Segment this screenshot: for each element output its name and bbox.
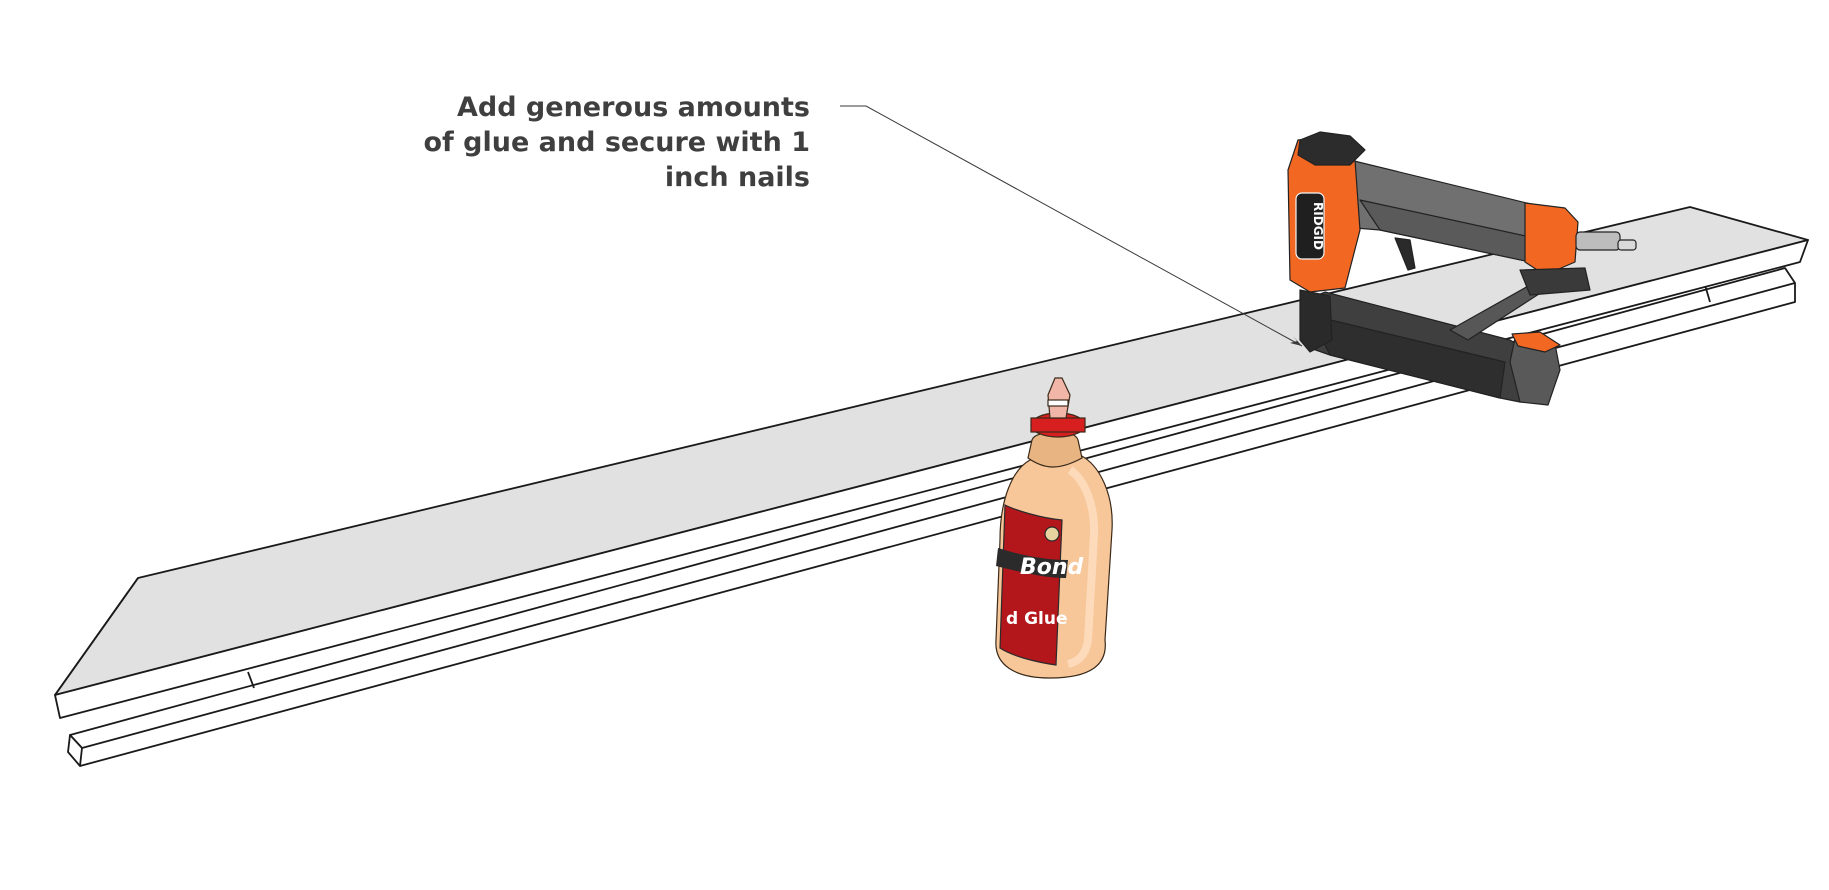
nailer-head-cap	[1297, 131, 1366, 166]
upper-board-left-edge	[54, 577, 139, 696]
lower-board-seam-2	[1704, 284, 1711, 303]
nailer-nose	[1299, 289, 1333, 353]
leader-line	[840, 105, 1303, 347]
bottle-label	[999, 504, 1063, 666]
glue-bottle-icon: Bond d Glue	[995, 377, 1113, 679]
callout-line-3: inch nails	[664, 162, 810, 193]
upper-board-front-edge	[54, 239, 1809, 719]
nailer-brand-plate	[1295, 192, 1325, 260]
bottle-label-banner	[996, 548, 1068, 578]
callout-line-2: of glue and secure with 1	[423, 127, 810, 158]
bottle-cap-band	[1030, 417, 1086, 433]
nailer-trigger	[1394, 237, 1416, 271]
lower-board	[67, 267, 1796, 767]
nailer-brand-text: RIDGID	[1311, 202, 1325, 250]
lower-board-seam	[247, 671, 255, 689]
bottle-brand-text: Bond	[1020, 555, 1084, 580]
lower-board-bottom-edge	[79, 283, 1796, 767]
nailer-air-fitting	[1575, 231, 1621, 251]
bottle-nozzle-ring	[1047, 399, 1069, 407]
bottle-seal	[1044, 526, 1060, 542]
nailer-rear-cap-clip	[1519, 267, 1591, 296]
callout-leader	[840, 105, 1303, 347]
bottle-nozzle	[1047, 377, 1071, 419]
callout-note: Add generous amounts of glue and secure …	[380, 90, 810, 195]
nailer-air-fitting-tip	[1617, 239, 1637, 251]
callout-line-1: Add generous amounts	[456, 92, 810, 123]
leader-arrowhead	[1290, 336, 1302, 346]
bottle-body-highlight	[1066, 466, 1099, 668]
brad-nailer-icon: RIDGID	[1287, 131, 1637, 406]
nailer-magazine-latch	[1511, 331, 1561, 353]
bottle-product-text: d Glue	[1006, 609, 1068, 629]
nailer-rear-cap	[1524, 202, 1579, 276]
